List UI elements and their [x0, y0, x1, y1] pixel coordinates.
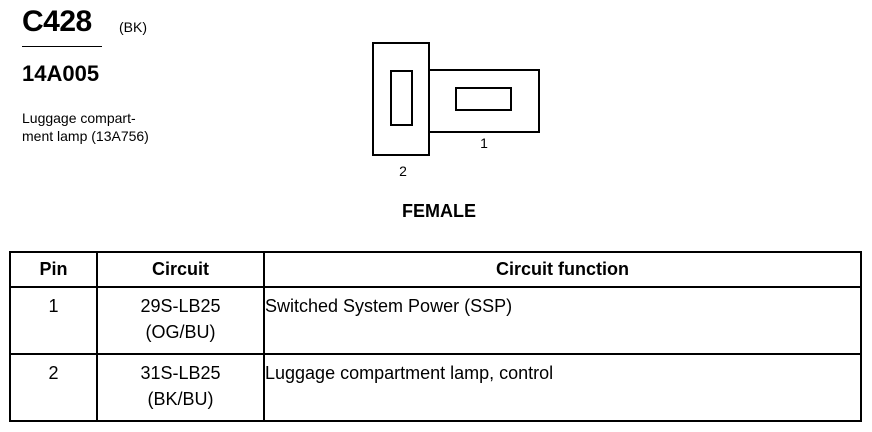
pin-table-header-row: Pin Circuit Circuit function	[9, 251, 862, 288]
pin-label-1: 1	[480, 135, 488, 151]
connector-diagram: 1 2	[372, 42, 540, 179]
circuit-cell: 31S-LB25 (BK/BU)	[96, 353, 265, 422]
table-row: 2 31S-LB25 (BK/BU) Luggage compartment l…	[9, 353, 862, 422]
connector-gender-label: FEMALE	[402, 201, 476, 221]
circuit-number: 31S-LB25	[140, 363, 221, 383]
table-row: 1 29S-LB25 (OG/BU) Switched System Power…	[9, 286, 862, 355]
connector-id: C428	[22, 5, 92, 38]
color-code: (BK)	[119, 19, 147, 35]
terminal-2-cavity	[390, 70, 413, 126]
pin-cell: 1	[9, 286, 98, 355]
description: Luggage compart- ment lamp (13A756)	[22, 109, 182, 145]
pin-cell: 2	[9, 353, 98, 422]
connector-body-vertical	[372, 42, 430, 156]
circuit-cell: 29S-LB25 (OG/BU)	[96, 286, 265, 355]
pin-label-2: 2	[399, 163, 407, 179]
circuit-number: 29S-LB25	[140, 296, 221, 316]
function-cell: Luggage compartment lamp, control	[263, 353, 862, 422]
description-line-1: Luggage compart-	[22, 110, 136, 126]
connector-body-horizontal	[428, 69, 540, 133]
header-pin: Pin	[9, 251, 98, 288]
wire-color: (OG/BU)	[145, 322, 216, 342]
header-circuit: Circuit	[96, 251, 265, 288]
function-cell: Switched System Power (SSP)	[263, 286, 862, 355]
terminal-1-cavity	[455, 87, 512, 111]
connector-id-underline	[22, 46, 102, 47]
header-circuit-function: Circuit function	[263, 251, 862, 288]
description-line-2: ment lamp (13A756)	[22, 128, 149, 144]
part-number: 14A005	[22, 61, 100, 86]
pin-table: Pin Circuit Circuit function 1 29S-LB25 …	[9, 251, 862, 422]
wire-color: (BK/BU)	[147, 389, 214, 409]
